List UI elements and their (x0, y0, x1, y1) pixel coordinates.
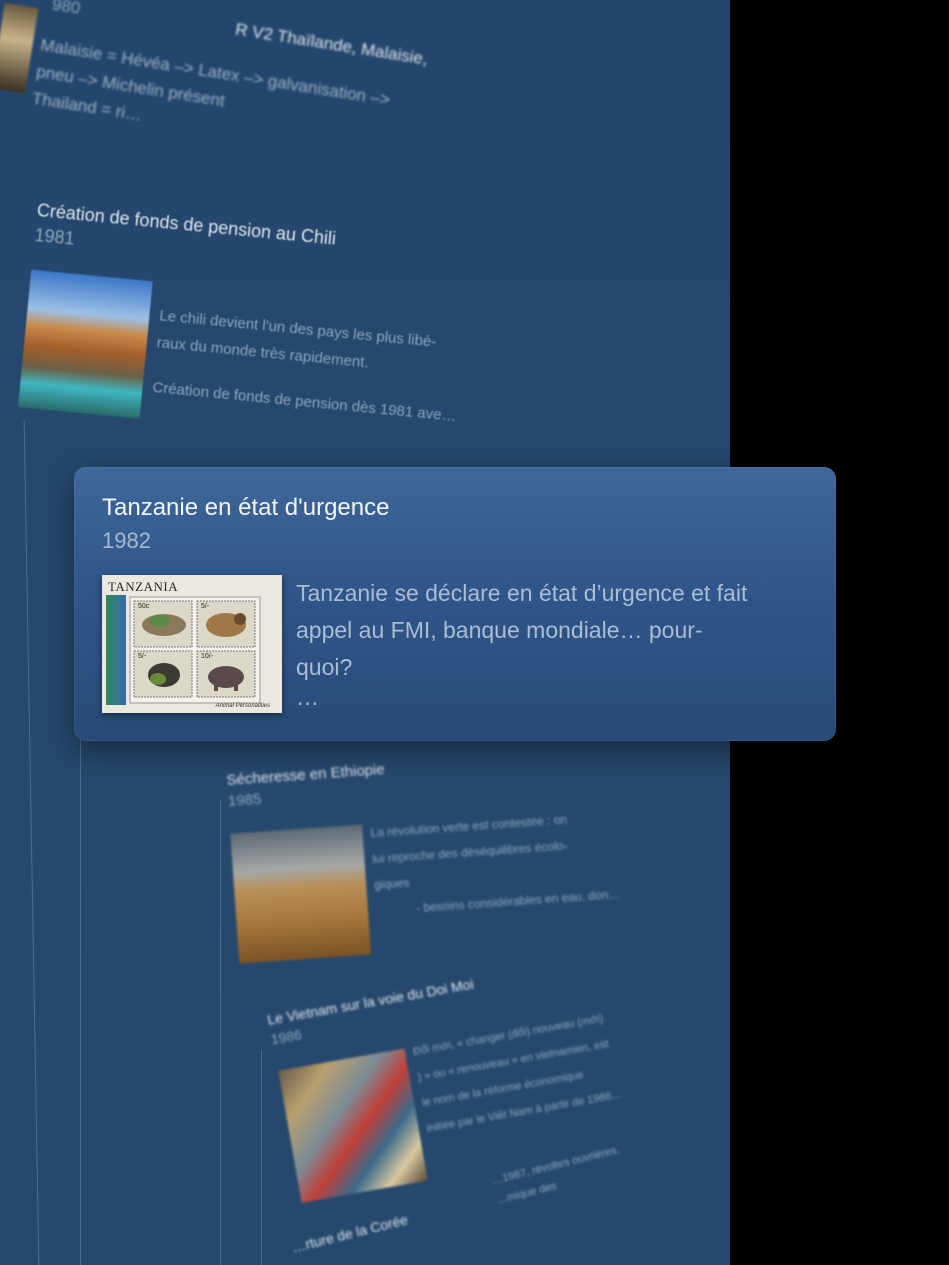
event-year: 980 (50, 0, 82, 18)
event-description: Đổi mới, « changer (đổi) nouveau (mới) )… (412, 1012, 624, 1135)
stamp-left-stripe (106, 595, 126, 705)
stamp-cell-1 (133, 600, 193, 648)
event-description: Tanzanie se déclare en état d’urgence et… (296, 575, 816, 710)
description-line: appel au FMI, banque mondiale… pour- (296, 617, 703, 643)
timeline-line-inner (220, 800, 221, 1265)
stamp-value: 5/- (138, 653, 147, 660)
tanzania-stamp-thumbnail: TANZANIA (102, 575, 282, 713)
event-thumbnail (0, 3, 39, 94)
event-ethiopie[interactable]: Sécheresse en Ethiopie 1985 La révolutio… (226, 761, 621, 964)
event-thumbnail (278, 1048, 428, 1203)
description-line: quoi? (296, 654, 353, 680)
stamp-caption: Animal Personalities (215, 703, 270, 709)
focused-event-card[interactable]: Tanzanie en état d'urgence 1982 TANZANIA (74, 467, 836, 741)
event-title: …rture de la Corée (290, 1211, 410, 1256)
stamp-value: 50c (138, 603, 150, 610)
event-description: …1987, révoltes ouvrières, …mique des (490, 1143, 621, 1207)
stamp-value: 10/- (201, 653, 214, 660)
stamp-cell-2 (196, 600, 256, 648)
event-description: La révolution verte est contestée : on l… (370, 812, 621, 916)
event-coree-partial[interactable]: …rture de la Corée …1987, révoltes ouvri… (290, 1144, 621, 1256)
stamp-value: 5/- (201, 603, 210, 610)
more-ellipsis[interactable]: … (296, 684, 319, 710)
timeline-line-mid (80, 740, 81, 1265)
event-title: R V2 Thaïlande, Malaisie, (234, 19, 430, 69)
stamp-grid (129, 596, 261, 704)
event-description: Le chili devient l'un des pays les plus … (151, 307, 458, 426)
event-year: 1982 (102, 528, 151, 553)
stamp-cell-3 (133, 650, 193, 698)
event-thumbnail (18, 269, 153, 419)
stamp-label: TANZANIA (108, 579, 179, 594)
description-line: Tanzanie se déclare en état d’urgence et… (296, 580, 748, 606)
event-vietnam[interactable]: Le Vietnam sur la voie du Doi Moi 1986 Đ… (266, 976, 623, 1203)
stamp-cell-4 (196, 650, 256, 698)
event-chili[interactable]: Création de fonds de pension au Chili 19… (18, 200, 457, 425)
timeline-line-outer (23, 420, 40, 1265)
event-title: Tanzanie en état d'urgence (102, 494, 390, 521)
event-thumbnail (230, 824, 372, 964)
timeline-line-innermost (261, 1050, 262, 1265)
